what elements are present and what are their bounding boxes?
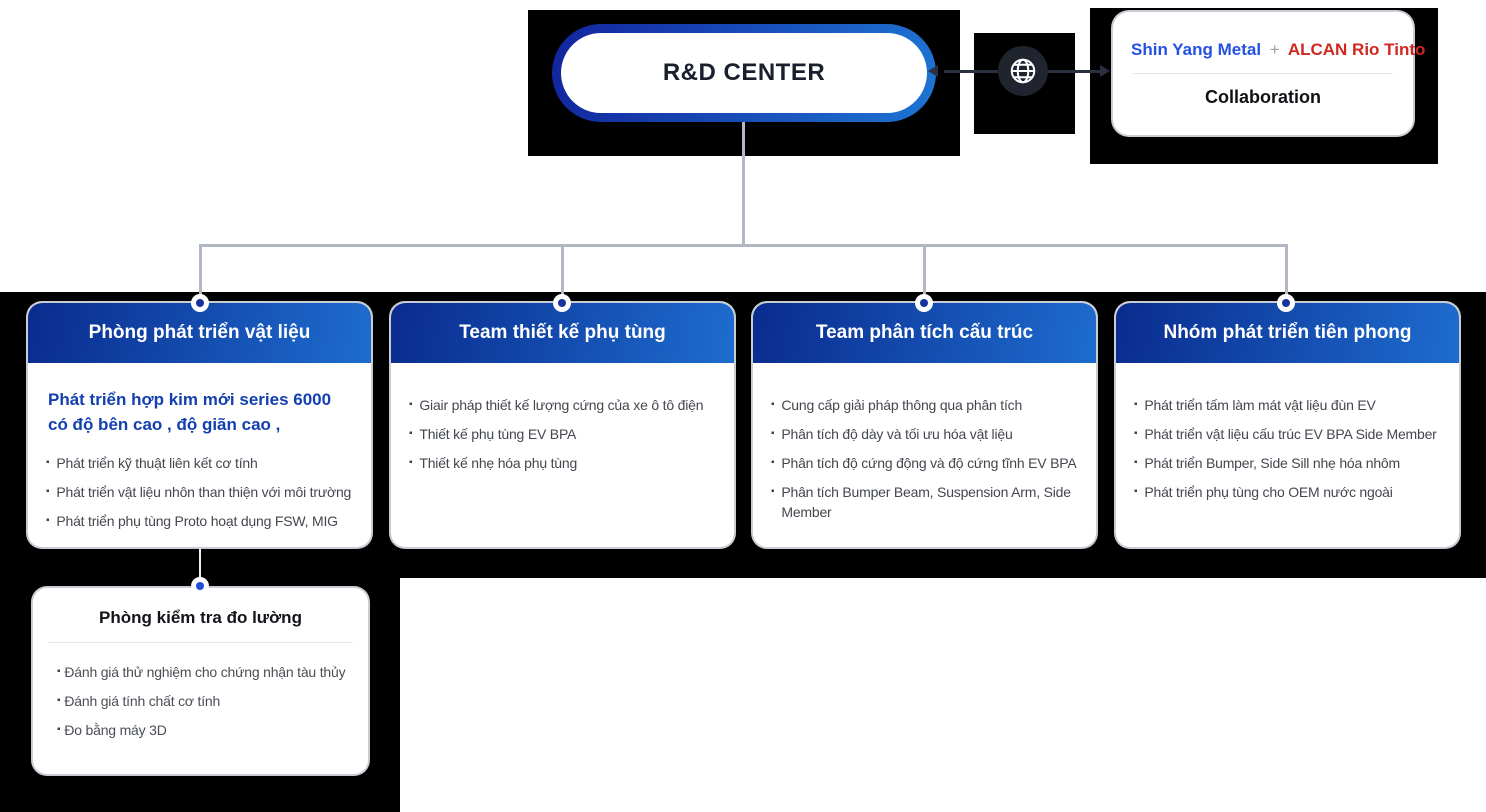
node-circle-2 (553, 294, 571, 312)
list-item-text: Đánh giá thử nghiệm cho chứng nhận tàu t… (64, 664, 346, 680)
connector-drop-2 (561, 244, 564, 303)
node-circle-1 (191, 294, 209, 312)
list-item: Phát triển Bumper, Side Sill nhẹ hóa nhô… (1134, 453, 1445, 473)
node-circle-3 (915, 294, 933, 312)
dept-card-structural-analysis-team: Team phân tích cấu trúc Cung cấp giải ph… (753, 303, 1096, 547)
sub-dept-bullet-list: Đánh giá thử nghiệm cho chứng nhận tàu t… (33, 643, 368, 740)
rd-center-title: R&D CENTER (662, 59, 826, 86)
collaboration-card: Shin Yang Metal + ALCAN Rio Tinto Collab… (1113, 12, 1425, 135)
dept-title: Team phân tích cấu trúc (815, 322, 1034, 343)
list-item-text: Đo bằng máy 3D (64, 722, 167, 738)
rd-center-node: R&D CENTER (552, 24, 936, 122)
list-item: Phân tích độ cứng động và độ cứng tĩnh E… (771, 453, 1082, 473)
list-item: Phát triển tấm làm mát vật liệu đùn EV (1134, 395, 1445, 415)
dept-title: Nhóm phát triển tiên phong (1163, 322, 1412, 343)
list-item: Thiết kế phụ tùng EV BPA (409, 424, 720, 444)
list-item-text: Giair pháp thiết kế lượng cứng của xe ô … (419, 397, 704, 413)
dept-header: Team thiết kế phụ tùng (391, 303, 734, 363)
dept-card-material-development: Phòng phát triển vật liệu Phát triển hợp… (28, 303, 371, 547)
node-circle-sub (191, 577, 209, 595)
list-item: Phát triển kỹ thuật liên kết cơ tính (46, 453, 357, 473)
list-item: Đánh giá thử nghiệm cho chứng nhận tàu t… (57, 662, 360, 682)
collaboration-divider (1133, 72, 1393, 74)
list-item: Phát triển phụ tùng cho OEM nước ngoài (1134, 482, 1445, 502)
list-item: Phát triển vật liệu nhôn than thiện với … (46, 482, 357, 502)
connector-horizontal (199, 244, 1288, 247)
arrow-line-left (944, 70, 998, 73)
dept-body: Giair pháp thiết kế lượng cứng của xe ô … (391, 363, 734, 473)
partner-shin-yang-metal: Shin Yang Metal (1131, 39, 1262, 59)
list-item-text: Phát triển kỹ thuật liên kết cơ tính (56, 455, 258, 471)
dept-body: Phát triển hợp kim mới series 6000 có độ… (28, 363, 371, 531)
collaboration-partners: Shin Yang Metal + ALCAN Rio Tinto (1131, 39, 1425, 60)
dept-bullet-list: Cung cấp giải pháp thông qua phân tích P… (771, 395, 1082, 522)
dept-bullet-list: Giair pháp thiết kế lượng cứng của xe ô … (409, 395, 720, 473)
dept-card-pioneer-development-group: Nhóm phát triển tiên phong Phát triển tấ… (1116, 303, 1459, 547)
dept-title: Phòng phát triển vật liệu (88, 322, 311, 343)
plus-sign: + (1269, 39, 1280, 59)
list-item-text: Thiết kế phụ tùng EV BPA (419, 426, 577, 442)
globe-icon (1010, 58, 1036, 84)
connector-drop-4 (1285, 244, 1288, 303)
dept-body: Cung cấp giải pháp thông qua phân tích P… (753, 363, 1096, 522)
list-item-text: Phát triển Bumper, Side Sill nhẹ hóa nhô… (1144, 455, 1400, 471)
list-item: Thiết kế nhẹ hóa phụ tùng (409, 453, 720, 473)
list-item-text: Phân tích độ cứng động và độ cứng tĩnh E… (781, 455, 1077, 471)
highlight-line-2: có độ bên cao , độ giãn cao , (48, 415, 281, 434)
node-circle-4 (1277, 294, 1295, 312)
node-dot (558, 299, 566, 307)
list-item-text: Phát triển phụ tùng Proto hoạt dụng FSW,… (56, 513, 338, 529)
list-item-text: Phát triển vật liệu nhôn than thiện với … (56, 484, 352, 500)
list-item-text: Phát triển tấm làm mát vật liệu đùn EV (1144, 397, 1376, 413)
connector-root-vertical (742, 122, 745, 247)
list-item: Cung cấp giải pháp thông qua phân tích (771, 395, 1082, 415)
dept-body: Phát triển tấm làm mát vật liệu đùn EV P… (1116, 363, 1459, 502)
sub-dept-card-measurement-inspection: Phòng kiểm tra đo lường Đánh giá thử ngh… (33, 588, 368, 774)
rd-center-inner: R&D CENTER (561, 33, 927, 113)
list-item-text: Cung cấp giải pháp thông qua phân tích (781, 397, 1023, 413)
list-item: Phát triển vật liệu cấu trúc EV BPA Side… (1134, 424, 1445, 444)
node-dot (196, 582, 204, 590)
arrowhead-left-icon (928, 65, 938, 77)
list-item: Giair pháp thiết kế lượng cứng của xe ô … (409, 395, 720, 415)
list-item: Phân tích độ dày và tối ưu hóa vật liệu (771, 424, 1082, 444)
list-item: Đo bằng máy 3D (57, 720, 360, 740)
dept-bullet-list: Phát triển kỹ thuật liên kết cơ tính Phá… (46, 453, 357, 531)
dept-highlight: Phát triển hợp kim mới series 6000 có độ… (48, 387, 357, 437)
partner-alcan-rio-tinto: ALCAN Rio Tinto (1287, 39, 1426, 59)
sub-dept-title: Phòng kiểm tra đo lường (99, 608, 302, 627)
dept-header: Nhóm phát triển tiên phong (1116, 303, 1459, 363)
dept-card-parts-design-team: Team thiết kế phụ tùng Giair pháp thiết … (391, 303, 734, 547)
list-item: Đánh giá tính chất cơ tính (57, 691, 360, 711)
list-item-text: Phát triển phụ tùng cho OEM nước ngoài (1144, 484, 1393, 500)
connector-drop-3 (923, 244, 926, 303)
list-item-text: Phân tích độ dày và tối ưu hóa vật liệu (781, 426, 1013, 442)
list-item: Phát triển phụ tùng Proto hoạt dụng FSW,… (46, 511, 357, 531)
node-dot (920, 299, 928, 307)
list-item-text: Đánh giá tính chất cơ tính (64, 693, 221, 709)
list-item: Phân tích Bumper Beam, Suspension Arm, S… (771, 482, 1082, 522)
arrow-line-right (1048, 70, 1102, 73)
sub-dept-divider (48, 642, 353, 643)
dept-header: Phòng phát triển vật liệu (28, 303, 371, 363)
globe-badge (998, 46, 1048, 96)
dept-bullet-list: Phát triển tấm làm mát vật liệu đùn EV P… (1134, 395, 1445, 502)
arrowhead-right-icon (1100, 65, 1110, 77)
node-dot (196, 299, 204, 307)
connector-sub-vertical (199, 547, 201, 585)
list-item-text: Phát triển vật liệu cấu trúc EV BPA Side… (1144, 426, 1437, 442)
list-item-text: Thiết kế nhẹ hóa phụ tùng (419, 455, 578, 471)
connector-drop-1 (199, 244, 202, 303)
node-dot (1282, 299, 1290, 307)
highlight-line-1: Phát triển hợp kim mới series 6000 (48, 390, 332, 409)
collaboration-label: Collaboration (1205, 86, 1321, 107)
list-item-text: Phân tích Bumper Beam, Suspension Arm, S… (781, 484, 1071, 520)
dept-title: Team thiết kế phụ tùng (459, 322, 666, 343)
dept-header: Team phân tích cấu trúc (753, 303, 1096, 363)
